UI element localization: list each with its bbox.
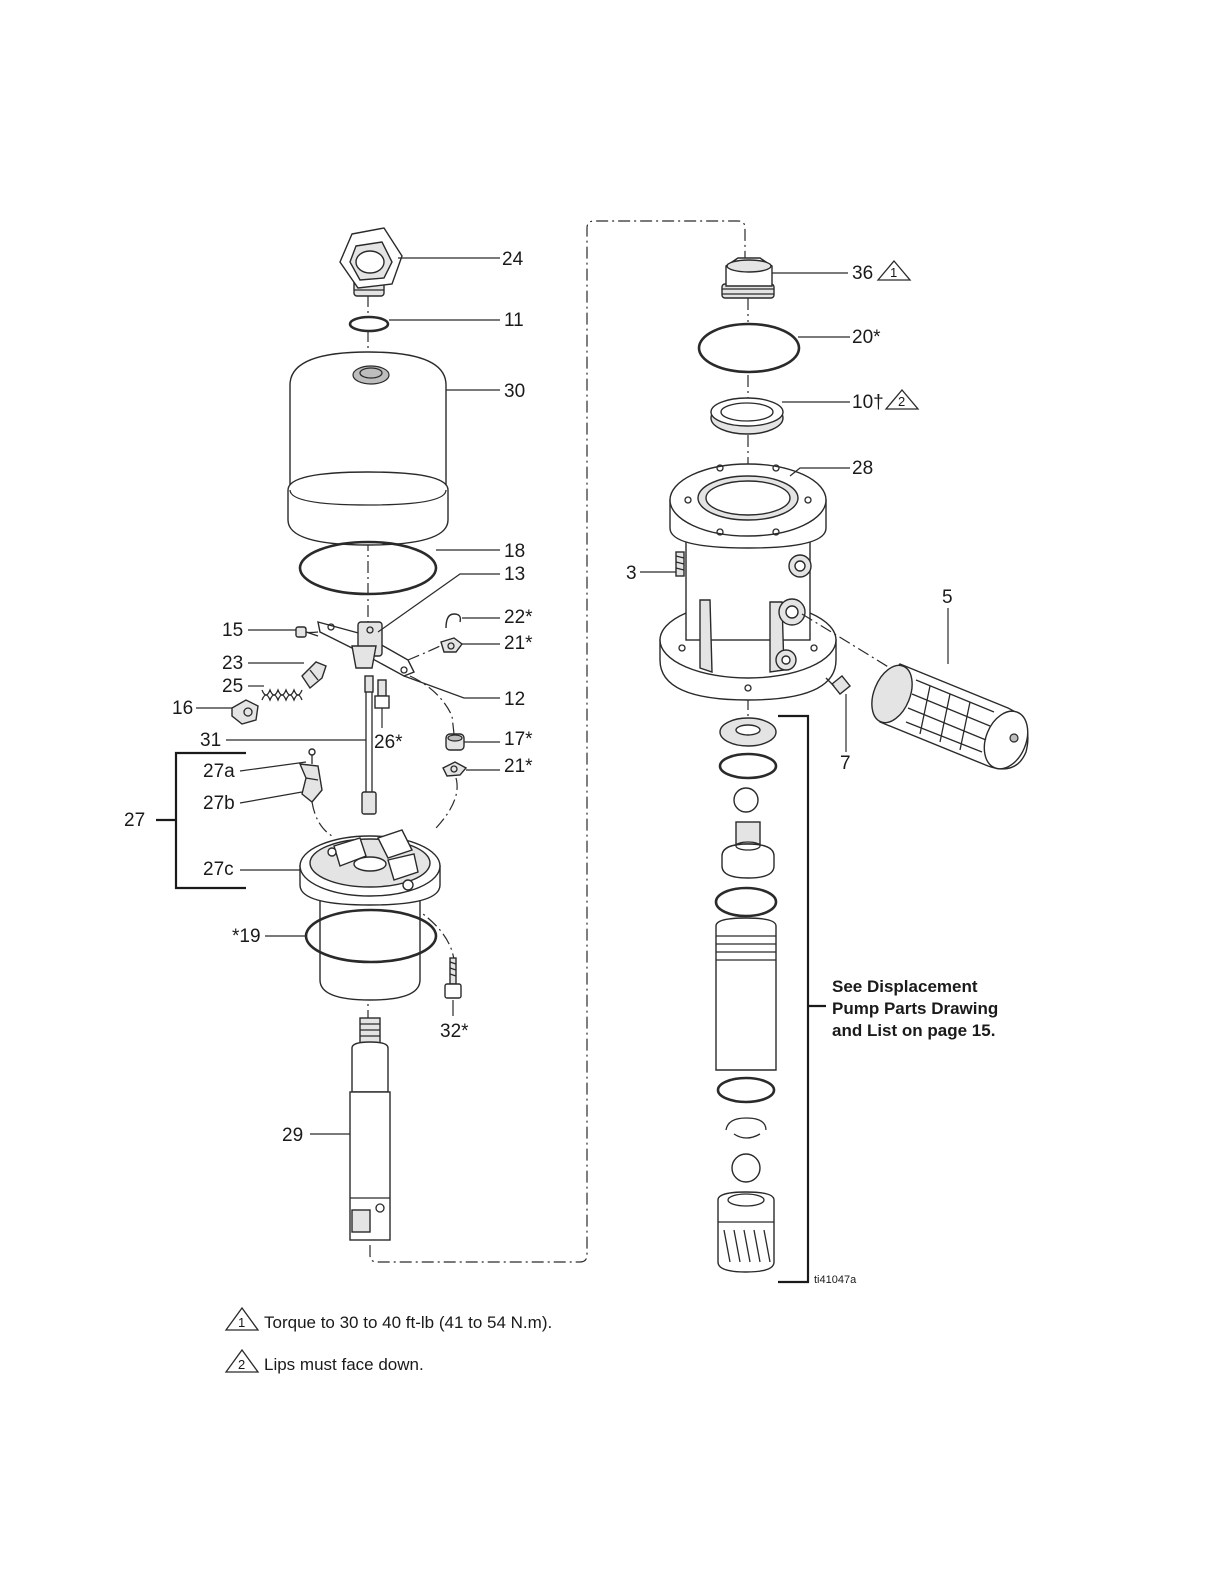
dashed-leader [436,778,457,828]
callout-19: *19 [232,926,261,947]
leader-12 [404,676,500,698]
callout-28: 28 [852,458,873,479]
note-2-symbol: 2 [238,1357,245,1372]
callout-20: 20* [852,327,881,348]
leader-13 [378,574,500,632]
leader-27a [240,762,306,771]
callout-22: 22* [504,607,533,628]
part-22-clip [446,614,460,628]
callout-23: 23 [222,653,243,674]
part-24-lifting-ring [340,228,402,296]
dashed-leader [312,802,332,836]
callout-16: 16 [172,698,193,719]
callout-5: 5 [942,587,953,608]
part-21-nut-lower [443,762,466,776]
note-2: 2 Lips must face down. [226,1350,424,1374]
displacement-ref-line2: Pump Parts Drawing [832,999,998,1018]
callout-32: 32* [440,1021,469,1042]
callout-17: 17* [504,729,533,750]
callout-25: 25 [222,676,243,697]
callout-27a: 27a [203,761,235,782]
note-1: 1 Torque to 30 to 40 ft-lb (41 to 54 N.m… [226,1308,552,1332]
callout-24: 24 [502,249,524,270]
note-1-text: Torque to 30 to 40 ft-lb (41 to 54 N.m). [264,1313,552,1332]
displacement-ref-line3: and List on page 15. [832,1021,995,1040]
callout-27: 27 [124,810,145,831]
callout-15: 15 [222,620,243,641]
part-36-plug-nut [722,258,774,298]
callout-11: 11 [504,310,524,331]
part-10-seal [711,398,783,434]
callout-7: 7 [840,753,851,774]
callout-31: 31 [200,730,221,751]
part-25-spring [262,695,302,700]
note-symbol-2: 2 [898,394,905,409]
callout-3: 3 [626,563,637,584]
part-27a-screw [309,749,315,764]
part-26-screw [375,680,389,708]
callout-21-lower: 21* [504,756,533,777]
part-16-plug [232,700,258,724]
note-2-text: Lips must face down. [264,1355,424,1374]
callout-13: 13 [504,564,525,585]
displacement-pump-stack [716,718,776,1272]
part-23-spring-guide [302,662,326,688]
part-27c-base [300,830,440,1000]
note-symbol-1: 1 [890,265,897,280]
part-21-nut-top [441,638,462,652]
callout-27c: 27c [203,859,234,880]
part-32-screw [445,958,461,998]
callout-18: 18 [504,541,525,562]
part-20-o-ring [699,324,799,372]
callout-26: 26* [374,732,403,753]
dashed-leader [408,646,440,660]
part-30-cover [288,352,448,545]
note-1-symbol: 1 [238,1315,245,1330]
callout-10: 10† [852,392,884,413]
callout-12: 12 [504,689,525,710]
callout-36: 36 [852,263,873,284]
part-5-filter [864,659,1036,775]
bracket-displacement-pump [778,716,808,1282]
callout-30: 30 [504,381,525,402]
dashed-leader [410,676,454,734]
part-3-screw [676,552,684,576]
callout-27b: 27b [203,793,235,814]
part-13-yoke [318,622,414,676]
note-triangle-icon: 2 [886,390,918,409]
part-28-pump-housing [660,464,836,700]
callout-21-top: 21* [504,633,533,654]
part-29-piston-rod [350,1018,390,1240]
note-triangle-icon: 1 [878,261,910,280]
figure-id: ti41047a [814,1274,857,1286]
part-27b-clamp [300,764,322,802]
callout-29: 29 [282,1125,303,1146]
part-17-grommet [446,734,464,750]
part-25-spring [262,690,302,695]
part-11-o-ring [350,317,388,331]
leader-27b [240,792,302,803]
displacement-ref-line1: See Displacement [832,977,978,996]
